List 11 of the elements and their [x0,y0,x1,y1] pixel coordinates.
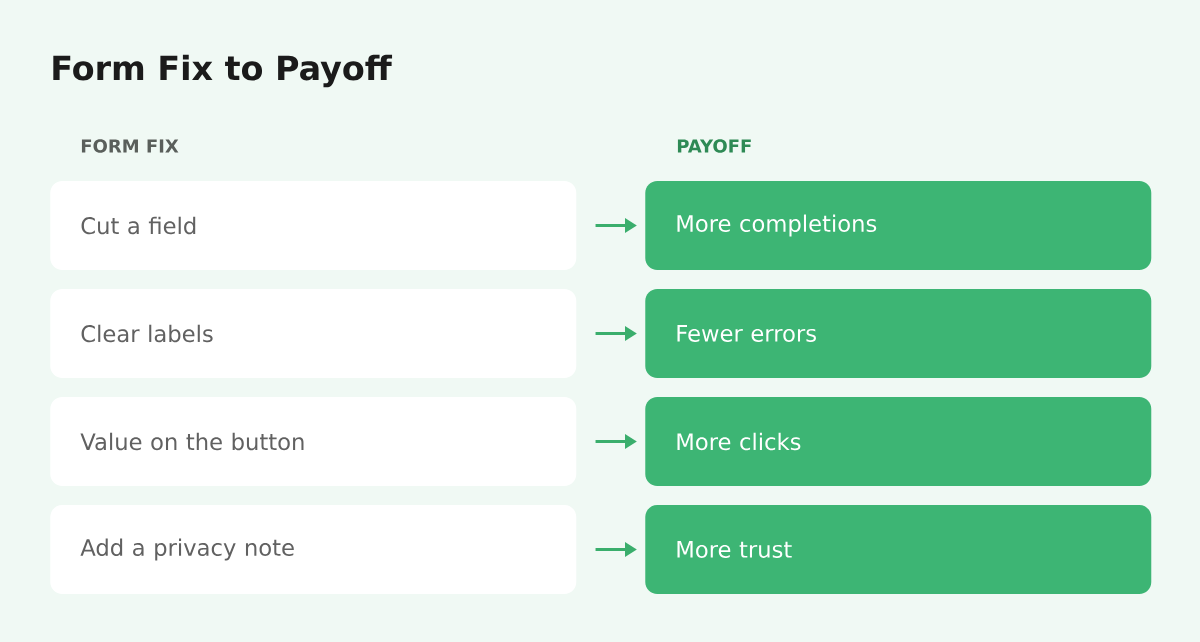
column-header: PAYOFF [677,139,751,153]
result-box: More completions [645,181,1152,270]
step-box: Value on the button [50,397,577,486]
result-box: More clicks [645,397,1152,486]
result-box: Fewer errors [645,289,1152,378]
step-box: Add a privacy note [50,505,577,594]
step-box: Clear labels [50,289,577,378]
result-box: More trust [645,505,1152,594]
step-box: Cut a field [50,181,577,270]
column-header: FORM FIX [81,139,179,153]
title: Form Fix to Payoff [53,54,393,88]
